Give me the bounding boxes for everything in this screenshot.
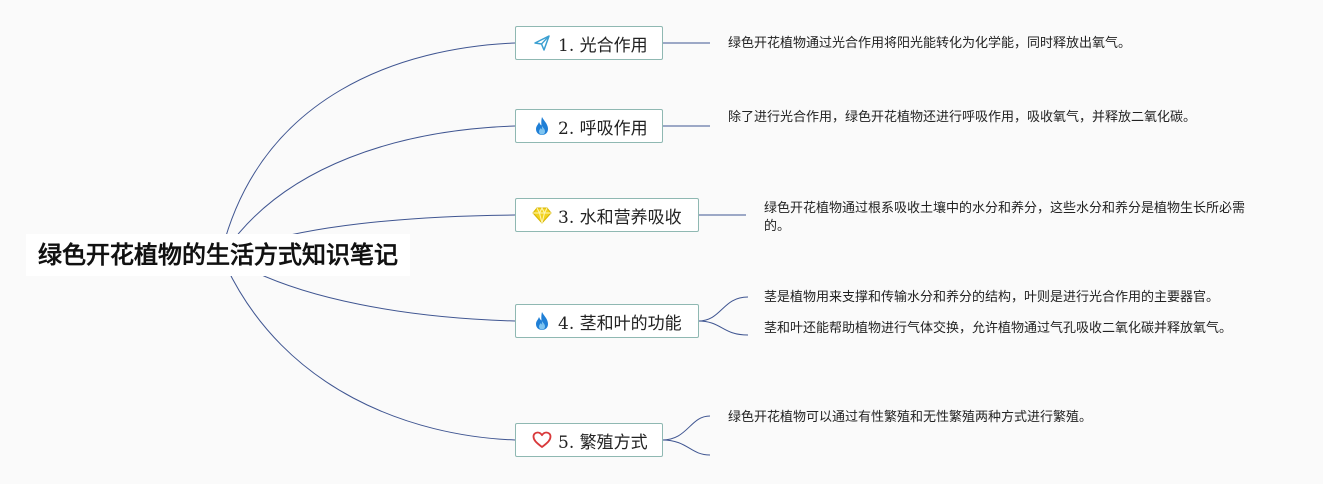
branch-label: 4. 茎和叶的功能 — [558, 313, 682, 334]
connector-root-to-branch-5 — [225, 265, 516, 441]
connector-branch-4-note-1 — [697, 296, 749, 322]
connector-root-to-branch-1 — [221, 42, 516, 251]
heart-icon — [532, 430, 552, 450]
mindmap-root-title[interactable]: 绿色开花植物的生活方式知识笔记 — [26, 234, 410, 276]
note-stem-leaf-2[interactable]: 茎和叶还能帮助植物进行气体交换，允许植物通过气孔吸收二氧化碳并释放氧气。 — [764, 321, 1233, 336]
note-respiration[interactable]: 除了进行光合作用，绿色开花植物还进行呼吸作用，吸收氧气，并释放二氧化碳。 — [728, 110, 1197, 125]
fire-icon — [532, 311, 552, 331]
note-reproduction[interactable]: 绿色开花植物可以通过有性繁殖和无性繁殖两种方式进行繁殖。 — [728, 410, 1093, 425]
branch-reproduction[interactable]: 5. 繁殖方式 — [515, 423, 663, 457]
connector-branch-4-note-2 — [697, 320, 749, 336]
branch-water-nutrient[interactable]: 3. 水和营养吸收 — [515, 198, 699, 232]
branch-label: 2. 呼吸作用 — [558, 118, 648, 139]
branch-label: 3. 水和营养吸收 — [558, 207, 682, 228]
diamond-icon — [532, 205, 552, 225]
connector-branch-5-spare — [661, 439, 711, 456]
note-photosynthesis[interactable]: 绿色开花植物通过光合作用将阳光能转化为化学能，同时释放出氧气。 — [728, 36, 1132, 51]
branch-respiration[interactable]: 2. 呼吸作用 — [515, 109, 663, 143]
fire-icon — [532, 116, 552, 136]
branch-photosynthesis[interactable]: 1. 光合作用 — [515, 26, 663, 60]
note-stem-leaf-1[interactable]: 茎是植物用来支撑和传输水分和养分的结构，叶则是进行光合作用的主要器官。 — [764, 290, 1220, 305]
branch-stem-leaf[interactable]: 4. 茎和叶的功能 — [515, 304, 699, 338]
paper-plane-icon — [532, 33, 552, 53]
note-water-nutrient[interactable]: 绿色开花植物通过根系吸收土壤中的水分和养分，这些水分和养分是植物生长所必需的。 — [764, 201, 1246, 234]
branch-label: 5. 繁殖方式 — [558, 432, 648, 453]
branch-label: 1. 光合作用 — [558, 35, 648, 56]
connector-branch-5-note — [661, 415, 711, 441]
connector-root-to-branch-2 — [225, 125, 516, 251]
